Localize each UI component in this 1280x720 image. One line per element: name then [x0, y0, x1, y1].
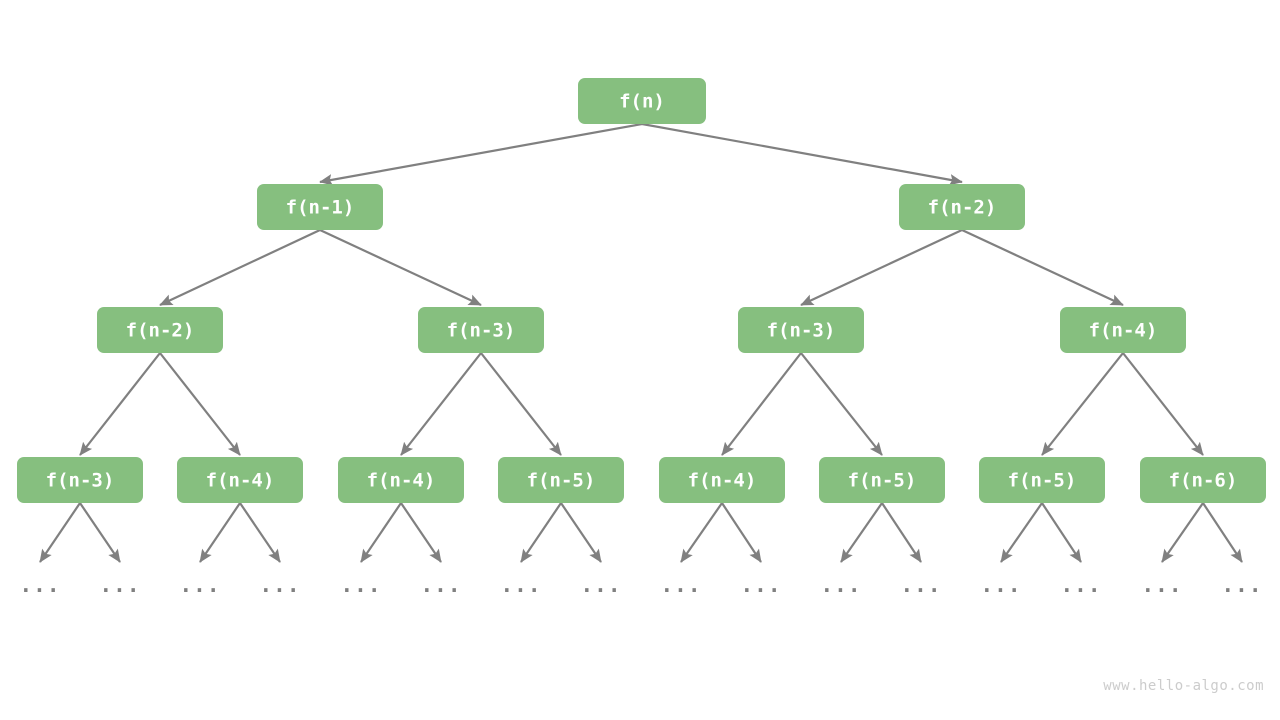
leaf-stub-edge	[239, 502, 281, 563]
node-background	[498, 457, 624, 503]
node-background	[177, 457, 303, 503]
tree-edge	[79, 352, 161, 456]
leaf-stub-edge	[1041, 502, 1082, 563]
node-label: f(n-1)	[286, 197, 355, 219]
node-label: f(n-3)	[46, 470, 115, 492]
ellipsis-label: ...	[981, 573, 1022, 597]
ellipsis-label: ...	[581, 573, 622, 597]
ellipsis-label: ...	[821, 573, 862, 597]
node-label: f(n-2)	[126, 320, 195, 342]
node-label: f(n-4)	[1089, 320, 1158, 342]
node-label: f(n-2)	[928, 197, 997, 219]
leaf-stub-edge	[840, 502, 883, 563]
tree-node[interactable]: f(n-5)	[498, 457, 624, 503]
tree-node[interactable]: f(n-4)	[177, 457, 303, 503]
leaf-stub-edge	[520, 502, 562, 563]
tree-edge	[159, 352, 241, 456]
node-label: f(n-3)	[447, 320, 516, 342]
nodes-layer: f(n) f(n-1) f(n-2) f(n-2) f(n-3) f(n-3) f(n-4)…	[17, 78, 1266, 503]
node-label: f(n-3)	[767, 320, 836, 342]
edges-layer	[79, 122, 1204, 456]
leaf-stub-edge	[881, 502, 922, 563]
tree-node[interactable]: f(n-3)	[418, 307, 544, 353]
node-background	[819, 457, 945, 503]
ellipsis-label: ...	[1061, 573, 1102, 597]
ellipsis-label: ...	[901, 573, 942, 597]
tree-edge	[319, 229, 482, 306]
leaf-stub-edge	[1202, 502, 1243, 563]
tree-edge	[961, 229, 1124, 306]
tree-edge	[400, 352, 482, 456]
leaf-stub-edge	[79, 502, 121, 563]
ellipsis-label: ...	[661, 573, 702, 597]
tree-edge	[800, 229, 963, 306]
tree-node[interactable]: f(n-4)	[338, 457, 464, 503]
ellipsis-label: ...	[1142, 573, 1183, 597]
leaf-stub-edge	[39, 502, 81, 563]
tree-edge	[1041, 352, 1124, 456]
ellipsis-label: ...	[180, 573, 221, 597]
node-label: f(n-4)	[206, 470, 275, 492]
ellipsis-label: ...	[741, 573, 782, 597]
tree-edge	[721, 352, 802, 456]
tree-node[interactable]: f(n)	[578, 78, 706, 124]
ellipsis-layer: ........................................…	[20, 573, 1263, 597]
node-label: f(n-4)	[688, 470, 757, 492]
tree-edge	[480, 352, 562, 456]
node-label: f(n-5)	[1008, 470, 1077, 492]
leaf-stub-edge	[400, 502, 442, 563]
tree-edge	[159, 229, 321, 306]
leaf-stub-edge	[360, 502, 402, 563]
node-label: f(n-6)	[1169, 470, 1238, 492]
leaf-stub-edge	[1161, 502, 1204, 563]
node-background	[17, 457, 143, 503]
node-background	[659, 457, 785, 503]
node-background	[1060, 307, 1186, 353]
leaf-stub-edge	[560, 502, 602, 563]
leaf-stub-edge	[721, 502, 762, 563]
ellipsis-label: ...	[1222, 573, 1263, 597]
tree-edge	[1122, 352, 1204, 456]
node-background	[899, 184, 1025, 230]
tree-node[interactable]: f(n-3)	[738, 307, 864, 353]
node-background	[979, 457, 1105, 503]
tree-node[interactable]: f(n-6)	[1140, 457, 1266, 503]
ellipsis-label: ...	[100, 573, 141, 597]
tree-node[interactable]: f(n-4)	[1060, 307, 1186, 353]
ellipsis-label: ...	[341, 573, 382, 597]
node-background	[338, 457, 464, 503]
watermark: www.hello-algo.com	[1103, 678, 1264, 694]
leaf-stub-edge	[680, 502, 723, 563]
tree-edge	[319, 122, 643, 186]
node-background	[1140, 457, 1266, 503]
node-background	[97, 307, 223, 353]
tree-edge	[800, 352, 883, 456]
node-label: f(n-5)	[527, 470, 596, 492]
tree-edge	[641, 122, 963, 186]
node-background	[418, 307, 544, 353]
ellipsis-label: ...	[20, 573, 61, 597]
node-background	[257, 184, 383, 230]
tree-node[interactable]: f(n-5)	[819, 457, 945, 503]
tree-node[interactable]: f(n-5)	[979, 457, 1105, 503]
tree-node[interactable]: f(n-3)	[17, 457, 143, 503]
leaf-stub-edge	[1000, 502, 1043, 563]
node-background	[738, 307, 864, 353]
tree-node[interactable]: f(n-1)	[257, 184, 383, 230]
tree-node[interactable]: f(n-2)	[97, 307, 223, 353]
ellipsis-label: ...	[260, 573, 301, 597]
node-label: f(n)	[619, 91, 665, 113]
node-background	[578, 78, 706, 124]
ellipsis-label: ...	[421, 573, 462, 597]
node-label: f(n-5)	[848, 470, 917, 492]
tree-node[interactable]: f(n-4)	[659, 457, 785, 503]
ellipsis-label: ...	[501, 573, 542, 597]
node-label: f(n-4)	[367, 470, 436, 492]
tree-node[interactable]: f(n-2)	[899, 184, 1025, 230]
leaf-stub-arrows-layer	[39, 502, 1243, 563]
leaf-stub-edge	[199, 502, 241, 563]
